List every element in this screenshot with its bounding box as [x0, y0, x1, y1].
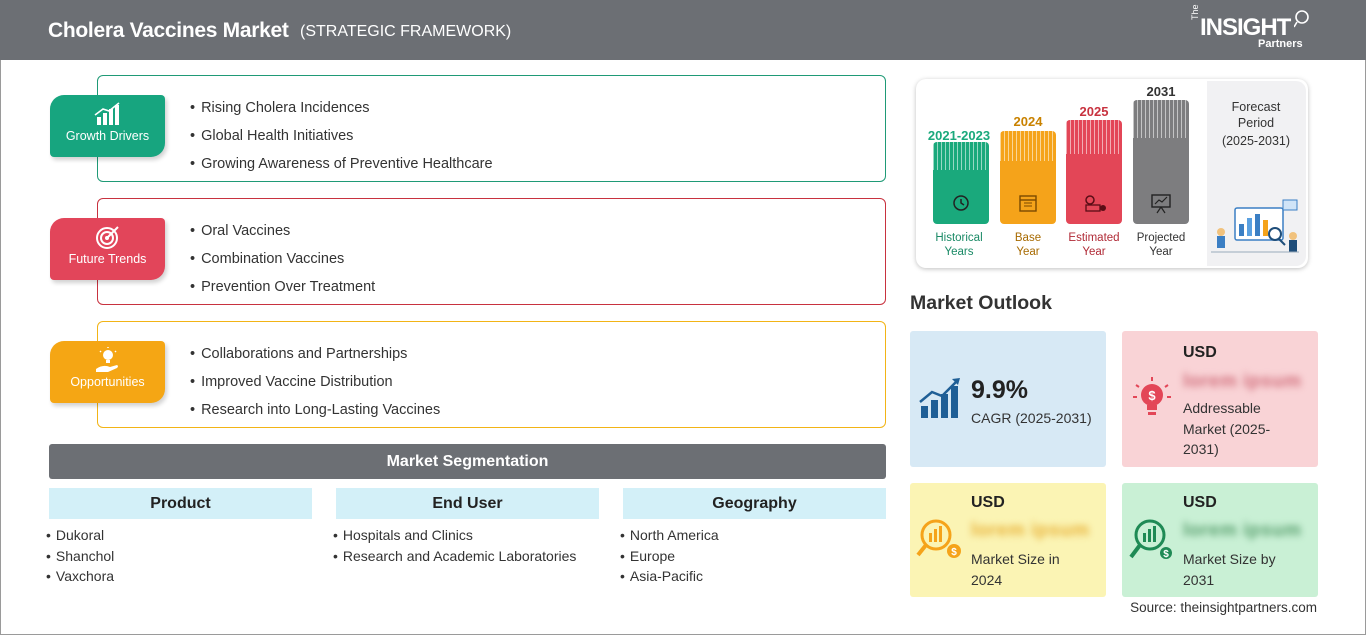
cagr-card: 9.9% CAGR (2025-2031) — [910, 331, 1106, 467]
end-user-segment-list: Hospitals and Clinics Research and Acade… — [333, 525, 576, 566]
estimated-year-caption: Estimated Year — [1068, 232, 1120, 258]
growth-drivers-label: Growth Drivers — [65, 129, 150, 143]
projected-year-label: 2031 — [1146, 84, 1176, 99]
header-bar: Cholera Vaccines Market (STRATEGIC FRAME… — [0, 0, 1366, 60]
historical-years-label: 2021-2023 — [927, 128, 991, 143]
segment-heading-geography: Geography — [623, 488, 886, 519]
list-item: Research and Academic Laboratories — [333, 546, 576, 567]
future-trends-label: Future Trends — [68, 252, 147, 266]
list-item: Research into Long-Lasting Vaccines — [190, 396, 440, 424]
addressable-usd-label: USD — [1183, 344, 1217, 361]
product-segment-list: Dukoral Shanchol Vaxchora — [46, 525, 114, 587]
source-credit: Source: theinsightpartners.com — [1130, 600, 1317, 615]
base-year-label: 2024 — [1013, 114, 1043, 129]
idea-dollar-bulb-icon: $ — [1133, 377, 1171, 415]
size2031-usd-label: USD — [1183, 494, 1217, 511]
gears-estimate-icon — [1085, 195, 1106, 212]
list-item: Hospitals and Clinics — [333, 525, 576, 546]
page-title: Cholera Vaccines Market — [48, 19, 289, 42]
lightbulb-hand-icon — [95, 347, 118, 372]
projected-year-caption: Projected Year — [1136, 232, 1186, 258]
future-trends-card: Oral Vaccines Combination Vaccines Preve… — [97, 198, 886, 305]
market-segmentation-header: Market Segmentation — [49, 444, 886, 479]
list-item: Rising Cholera Incidences — [190, 94, 493, 122]
logo-bulb-icon — [1294, 10, 1309, 28]
svg-text:$: $ — [1148, 388, 1156, 403]
list-item: Shanchol — [46, 546, 114, 567]
future-trends-list: Oral Vaccines Combination Vaccines Preve… — [190, 217, 375, 301]
size2024-value: lorem ipsum — [971, 520, 1090, 541]
opportunities-list: Collaborations and Partnerships Improved… — [190, 340, 440, 424]
list-item: Growing Awareness of Preventive Healthca… — [190, 150, 493, 178]
magnifier-chart-icon: $ — [916, 519, 961, 558]
calendar-icon — [1019, 195, 1037, 212]
market-size-2024-label: Market Size in 2024 — [971, 551, 1060, 588]
market-outlook-title: Market Outlook — [910, 292, 1052, 314]
list-item: Global Health Initiatives — [190, 122, 493, 150]
history-clock-icon — [953, 195, 969, 211]
list-item: Combination Vaccines — [190, 245, 375, 273]
list-item: Prevention Over Treatment — [190, 273, 375, 301]
historical-years-caption: Historical Years — [935, 232, 983, 258]
geography-segment-list: North America Europe Asia-Pacific — [620, 525, 719, 587]
base-year-bar — [1000, 131, 1056, 224]
page-subtitle: (STRATEGIC FRAMEWORK) — [300, 23, 512, 40]
opportunities-label: Opportunities — [70, 375, 145, 389]
presentation-board-icon — [1151, 194, 1171, 214]
addressable-market-label: Addressable Market (2025- 2031) — [1183, 400, 1271, 457]
market-size-2031-label: Market Size by 2031 — [1183, 551, 1276, 588]
magnifier-growth-icon: $ — [1129, 519, 1172, 560]
addressable-value: lorem ipsum — [1183, 371, 1302, 392]
size2024-usd-label: USD — [971, 494, 1005, 511]
projected-year-bar — [1133, 100, 1189, 224]
opportunities-card: Collaborations and Partnerships Improved… — [97, 321, 886, 428]
svg-text:$: $ — [951, 547, 957, 558]
analytics-team-illustration-icon — [1211, 199, 1299, 253]
opportunities-badge: Opportunities — [50, 341, 165, 403]
growth-drivers-list: Rising Cholera Incidences Global Health … — [190, 94, 493, 178]
market-size-2024-card: $ USD lorem ipsum Market Size in 2024 — [910, 483, 1106, 597]
growth-drivers-card: Rising Cholera Incidences Global Health … — [97, 75, 886, 182]
base-year-caption: Base Year — [1014, 232, 1042, 258]
list-item: North America — [620, 525, 719, 546]
growth-bars-icon — [919, 378, 960, 418]
forecast-period-text: Forecast Period (2025-2031) — [1221, 100, 1291, 148]
segment-heading-product: Product — [49, 488, 312, 519]
segment-heading-end-user: End User — [336, 488, 599, 519]
estimated-year-bar — [1066, 120, 1122, 224]
list-item: Improved Vaccine Distribution — [190, 368, 440, 396]
list-item: Asia-Pacific — [620, 566, 719, 587]
target-icon — [95, 226, 119, 249]
addressable-market-card: $ USD lorem ipsum Addressable Market (20… — [1122, 331, 1318, 467]
list-item: Oral Vaccines — [190, 217, 375, 245]
size2031-value: lorem ipsum — [1183, 520, 1302, 541]
market-size-2031-card: $ USD lorem ipsum Market Size by 2031 — [1122, 483, 1318, 597]
list-item: Dukoral — [46, 525, 114, 546]
estimated-year-label: 2025 — [1079, 104, 1109, 119]
cagr-label: CAGR (2025-2031) — [971, 410, 1092, 426]
cagr-value: 9.9% — [971, 376, 1028, 404]
list-item: Europe — [620, 546, 719, 567]
future-trends-badge: Future Trends — [50, 218, 165, 280]
insight-partners-logo: The INSIGHT Partners — [1190, 4, 1320, 54]
list-item: Vaxchora — [46, 566, 114, 587]
list-item: Collaborations and Partnerships — [190, 340, 440, 368]
growth-drivers-badge: Growth Drivers — [50, 95, 165, 157]
svg-text:$: $ — [1163, 549, 1169, 560]
growth-chart-icon — [94, 102, 119, 125]
